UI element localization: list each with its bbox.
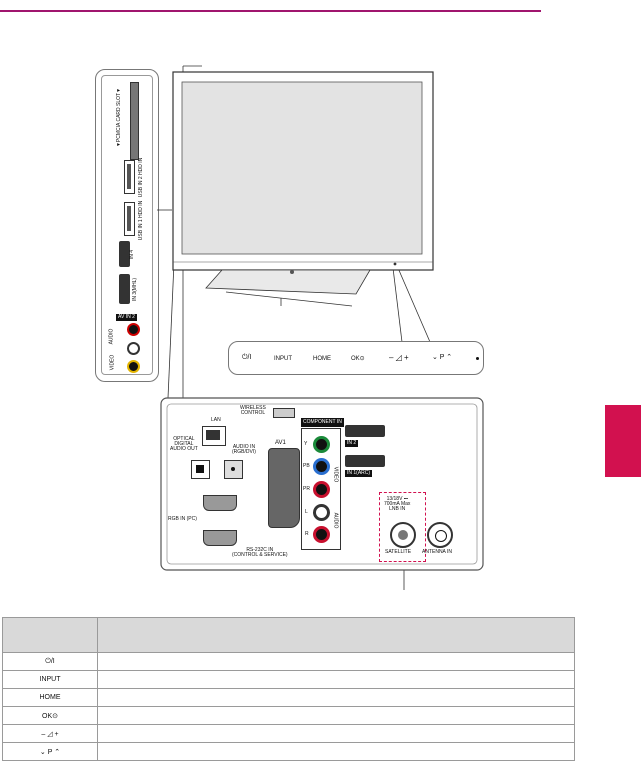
home-key-label: HOME xyxy=(313,356,331,362)
description-cell xyxy=(97,724,575,743)
r-jack xyxy=(313,526,330,543)
satellite-port xyxy=(390,522,416,548)
key-cell: HOME xyxy=(2,688,98,707)
component-box xyxy=(301,428,341,550)
table-row: HOME xyxy=(2,688,575,707)
audio-jack-red xyxy=(127,323,140,336)
rgb-port xyxy=(203,495,237,511)
description-cell xyxy=(97,688,575,707)
y-jack xyxy=(313,436,330,453)
audio-in-label: AUDIO IN (RGB/DVI) xyxy=(232,444,256,455)
hdmi4-port xyxy=(119,241,130,267)
description-cell xyxy=(97,706,575,725)
antenna-label: ANTENNA IN xyxy=(422,549,453,555)
antenna-port xyxy=(427,522,453,548)
l-jack xyxy=(313,504,330,521)
key-cell: INPUT xyxy=(2,670,98,689)
video-jack-yellow xyxy=(127,360,140,373)
satellite-label: SATELLITE xyxy=(385,549,412,555)
table-row: ⏻/I xyxy=(2,652,575,671)
side-connection-panel: ▼PCMCIA CARD SLOT▼ USB IN 2 HDD IN USB I… xyxy=(95,69,159,382)
tv-stand xyxy=(205,269,371,295)
rear-panel-inner xyxy=(166,403,478,565)
pcmcia-slot xyxy=(130,82,139,160)
key-cell: ⌄ P ⌃ xyxy=(2,742,98,761)
description-cell xyxy=(97,670,575,689)
header-rule xyxy=(0,10,541,12)
ok-key-label: OK⊙ xyxy=(351,356,365,362)
program-key-label: ⌄ P ⌃ xyxy=(432,354,453,361)
av2-label: AV IN 2 xyxy=(116,314,137,321)
sensor-dot xyxy=(476,357,479,360)
power-key-label: ⏻/I xyxy=(242,354,252,361)
table-header-cell xyxy=(2,617,98,653)
table-row: OK⊙ xyxy=(2,706,575,725)
description-cell xyxy=(97,742,575,761)
satellite-spec-label: 13/18V ⎓ 700mA Max LNB IN xyxy=(384,496,411,512)
hdmi1-label: IN 1(ARC) xyxy=(345,470,373,477)
component-label: COMPONENT IN xyxy=(301,418,344,427)
lan-label: LAN xyxy=(211,417,221,423)
key-cell: ⏻/I xyxy=(2,652,98,671)
optical-label: OPTICAL DIGITAL AUDIO OUT xyxy=(170,436,198,452)
tv-screen xyxy=(181,81,423,255)
usb2-port xyxy=(124,160,135,194)
hdmi2-port xyxy=(345,425,385,437)
control-bar: ⏻/I INPUT HOME OK⊙ – ◿ + ⌄ P ⌃ xyxy=(228,341,484,375)
audio-vert-label: AUDIO xyxy=(332,512,339,529)
rs232-label: RS-232C IN (CONTROL & SERVICE) xyxy=(232,547,288,558)
input-key-label: INPUT xyxy=(274,356,292,362)
wireless-port xyxy=(273,408,295,418)
optical-port xyxy=(191,460,210,479)
table-row: – ◿ + xyxy=(2,724,575,743)
section-tab xyxy=(605,405,641,477)
rs232-port xyxy=(203,530,237,546)
key-cell: OK⊙ xyxy=(2,706,98,725)
l-label: L xyxy=(305,509,308,515)
lan-port xyxy=(202,426,226,446)
hdmi2-label: IN 2 xyxy=(345,440,359,447)
pr-label: PR xyxy=(303,486,310,492)
hdmi3-port xyxy=(119,274,130,304)
satellite-highlight xyxy=(379,492,426,562)
table-header-row xyxy=(2,617,575,653)
audio-jack-white xyxy=(127,342,140,355)
av1-label: AV1 xyxy=(275,440,286,446)
pb-label: PB xyxy=(303,463,310,469)
table-header-cell xyxy=(97,617,575,653)
video-vert-label: VIDEO xyxy=(332,466,339,483)
table-row: INPUT xyxy=(2,670,575,689)
side-panel-inner xyxy=(101,75,153,375)
pr-jack xyxy=(313,481,330,498)
table-row: ⌄ P ⌃ xyxy=(2,742,575,761)
r-label: R xyxy=(305,531,309,537)
wireless-label: WIRELESS CONTROL xyxy=(240,405,266,416)
hdmi1-port xyxy=(345,455,385,467)
keys-table: ⏻/I INPUT HOME OK⊙ – ◿ + ⌄ P ⌃ xyxy=(2,617,575,761)
usb1-port xyxy=(124,202,135,236)
y-label: Y xyxy=(304,441,308,447)
key-cell: – ◿ + xyxy=(2,724,98,743)
rgb-label: RGB IN (PC) xyxy=(168,516,197,522)
description-cell xyxy=(97,652,575,671)
audio-in-port xyxy=(224,460,243,479)
volume-key-label: – ◿ + xyxy=(389,353,409,362)
pb-jack xyxy=(313,458,330,475)
scart-port xyxy=(268,448,300,528)
